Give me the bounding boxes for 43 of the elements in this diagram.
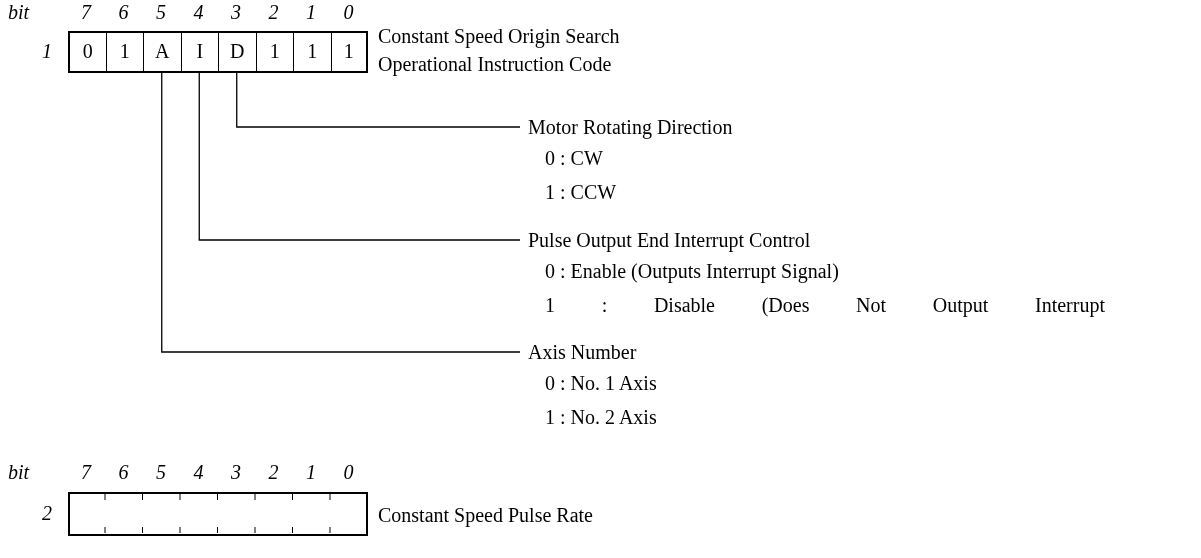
register-box [68, 492, 368, 536]
bit-number: 5 [156, 0, 166, 25]
value-description: 1 : Disable (Does Not Output Interrupt [545, 293, 1105, 319]
register-description: Constant Speed Pulse Rate [378, 503, 593, 529]
bit-cell: D [218, 31, 256, 73]
bit-number: 6 [118, 0, 129, 25]
value-description: 0 : CW [545, 146, 604, 171]
bit-number: 2 [268, 0, 279, 25]
bit-cell: 1 [105, 31, 143, 73]
bit-cell: 1 [255, 31, 293, 73]
bit-number: 0 [343, 460, 354, 485]
leader-line [236, 72, 521, 128]
row-number: 1 [42, 39, 52, 64]
bit-number: 1 [306, 460, 316, 485]
value-description: 0 : Enable (Outputs Interrupt Signal) [545, 259, 840, 285]
field-title: Motor Rotating Direction [528, 115, 733, 141]
bit-number: 1 [306, 0, 316, 25]
register-description: Constant Speed Origin Search Operational Instruction Code [378, 24, 621, 78]
leader-line [161, 72, 521, 353]
bit-number: 3 [231, 0, 241, 25]
leader-line [198, 72, 521, 241]
bit-cell: 0 [68, 31, 106, 73]
bit-number: 3 [231, 460, 241, 485]
bit-number: 7 [81, 460, 91, 485]
bit-label: bit [8, 0, 30, 25]
row-number: 2 [42, 501, 52, 526]
bit-number: 4 [193, 0, 204, 25]
bit-cell: 1 [330, 31, 368, 73]
bit-number: 0 [343, 0, 354, 25]
bit-number: 5 [156, 460, 166, 485]
field-title: Pulse Output End Interrupt Control [528, 228, 812, 254]
value-description: 1 : No. 2 Axis [545, 405, 657, 430]
bit-number: 2 [268, 460, 279, 485]
bit-label: bit [8, 460, 30, 485]
bit-cell: A [143, 31, 181, 73]
bit-number: 6 [118, 460, 129, 485]
value-description: 1 : CCW [545, 180, 618, 205]
bit-number: 7 [81, 0, 91, 25]
bit-cell: 1 [293, 31, 331, 73]
bit-cell: I [180, 31, 218, 73]
field-title: Axis Number [528, 340, 638, 365]
bit-number: 4 [193, 460, 204, 485]
value-description: 0 : No. 1 Axis [545, 371, 657, 396]
